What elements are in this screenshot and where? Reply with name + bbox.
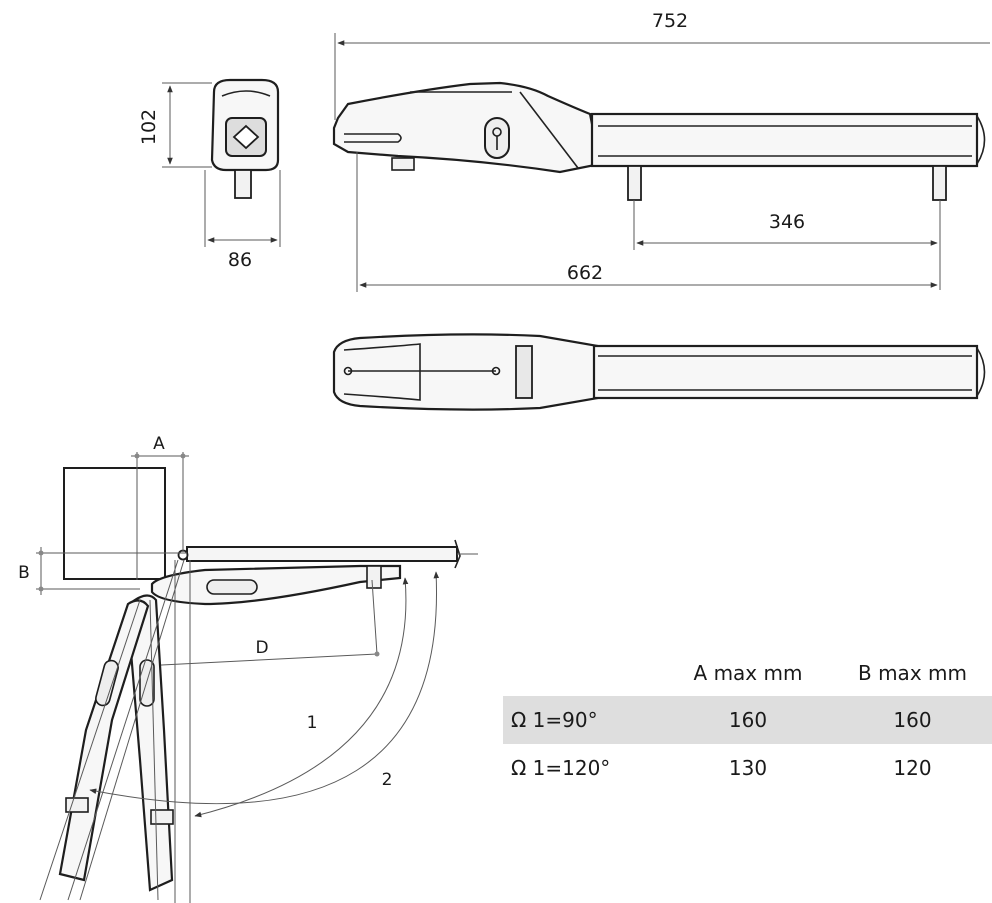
label-angle-2: 2 [382, 770, 393, 790]
label-angle-1: 1 [307, 713, 318, 733]
table-row: Ω 1=90° 160 160 [503, 696, 992, 744]
width-dimension: 86 [228, 249, 252, 271]
top-view [332, 333, 986, 411]
table-row: Ω 1=120° 130 120 [503, 744, 992, 792]
table-cell-a: 160 [728, 708, 768, 732]
table-row-label: Ω 1=90° [511, 708, 598, 732]
spec-table: A max mm B max mm Ω 1=90° 160 160 Ω 1=12… [503, 650, 992, 792]
table-row-label: Ω 1=120° [511, 756, 611, 780]
fixing-length-dimension: 662 [567, 262, 603, 284]
side-view [332, 33, 990, 292]
table-cell-b: 120 [893, 756, 932, 780]
table-cell-b: 160 [893, 708, 932, 732]
installation-diagram [36, 452, 478, 903]
height-dimension: 102 [138, 109, 160, 145]
label-a: A [153, 434, 165, 454]
table-header-b-max: B max mm [858, 661, 967, 685]
label-d: D [255, 638, 268, 658]
front-view [162, 78, 281, 247]
label-b: B [18, 563, 30, 583]
table-header-a-max: A max mm [693, 661, 803, 685]
overall-length-dimension: 752 [652, 10, 688, 32]
bracket-distance-dimension: 346 [769, 211, 805, 233]
table-cell-a: 130 [728, 756, 768, 780]
table-header-row: A max mm B max mm [503, 650, 992, 696]
